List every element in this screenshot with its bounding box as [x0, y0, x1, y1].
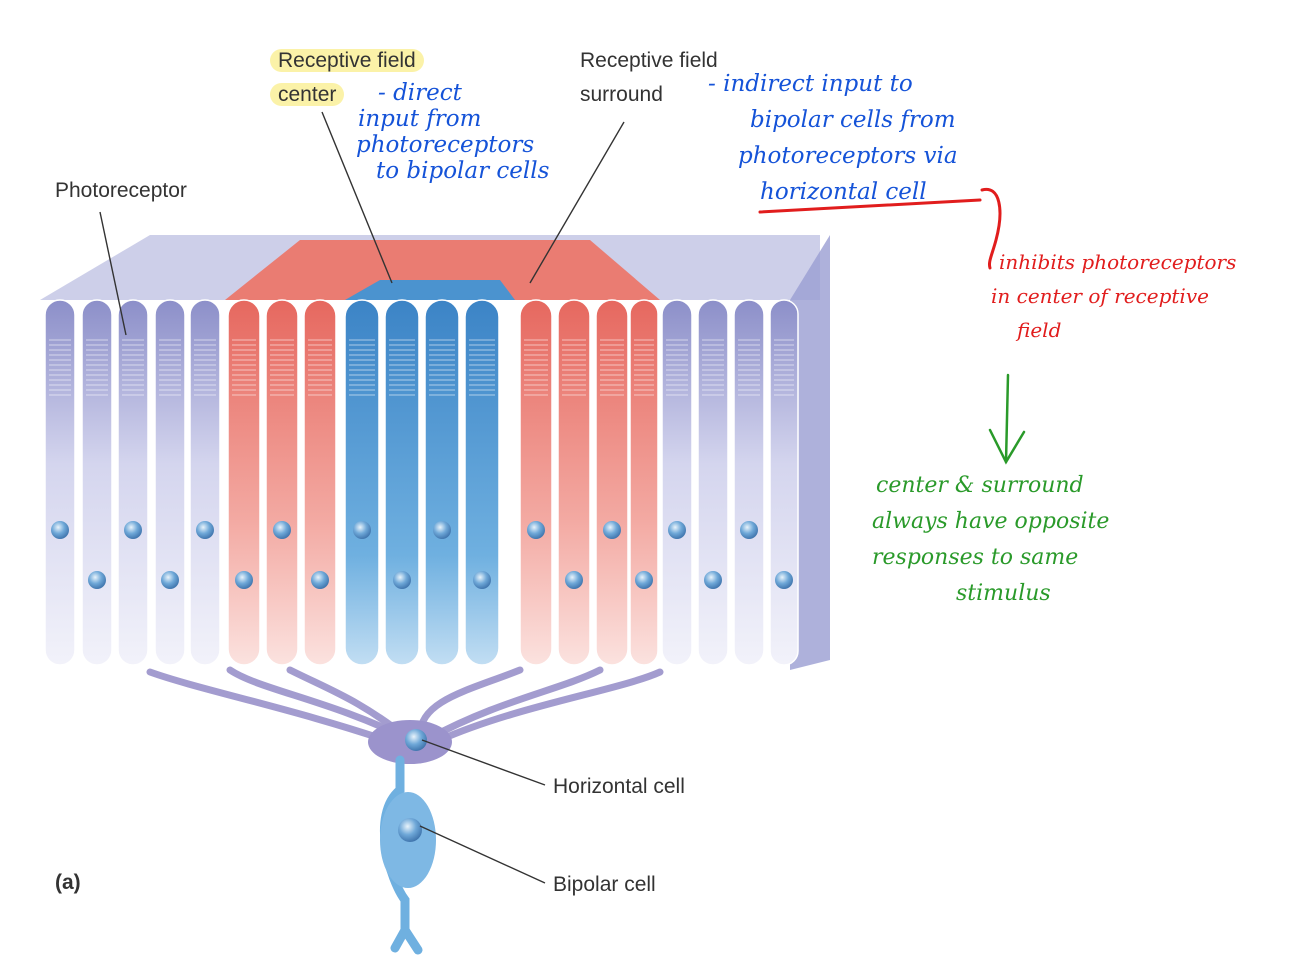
outer-photoreceptor	[154, 299, 186, 666]
outer-photoreceptor	[189, 299, 221, 666]
outer-photoreceptor	[44, 299, 76, 666]
bipolar-cell-label: Bipolar cell	[553, 873, 656, 896]
surround-photoreceptor	[519, 299, 553, 666]
horizontal-cell-body	[368, 720, 452, 764]
surround-photoreceptor	[265, 299, 299, 666]
surround-annotation: - indirect input to bipolar cells from p…	[708, 71, 958, 205]
outer-photoreceptor	[733, 299, 765, 666]
horizontal-cell-label: Horizontal cell	[553, 775, 685, 798]
cell-columns	[44, 299, 799, 666]
surround-photoreceptor	[629, 299, 659, 666]
panel-label: (a)	[55, 871, 81, 894]
center-photoreceptor	[464, 299, 500, 666]
outer-photoreceptor	[81, 299, 113, 666]
surround-photoreceptor	[227, 299, 261, 666]
rf-surround-label-line1: Receptive field	[580, 49, 718, 72]
green-arrow	[988, 373, 1026, 465]
leader-lines	[99, 111, 625, 884]
bipolar-cell	[380, 755, 436, 955]
outer-photoreceptor	[117, 299, 149, 666]
inhibit-annotation: inhibits photoreceptors in center of rec…	[991, 250, 1237, 342]
center-photoreceptor	[344, 299, 380, 666]
center-photoreceptor	[424, 299, 460, 666]
photoreceptor-label: Photoreceptor	[55, 179, 187, 202]
outer-photoreceptor	[697, 299, 729, 666]
conclusion-annotation: center & surround always have opposite r…	[872, 473, 1110, 606]
rf-surround-label-line2: surround	[580, 83, 663, 106]
surround-photoreceptor	[557, 299, 591, 666]
cell-top-surface	[40, 235, 830, 670]
center-photoreceptor	[384, 299, 420, 666]
center-annotation: - direct input from photoreceptors to bi…	[356, 80, 550, 184]
rf-center-label-line1: Receptive field	[270, 48, 424, 74]
outer-photoreceptor	[769, 299, 799, 666]
outer-photoreceptor	[661, 299, 693, 666]
surround-photoreceptor	[303, 299, 337, 666]
rf-center-label-line2: center	[270, 82, 345, 108]
red-ink-marks	[758, 187, 1002, 270]
surround-photoreceptor	[595, 299, 629, 666]
